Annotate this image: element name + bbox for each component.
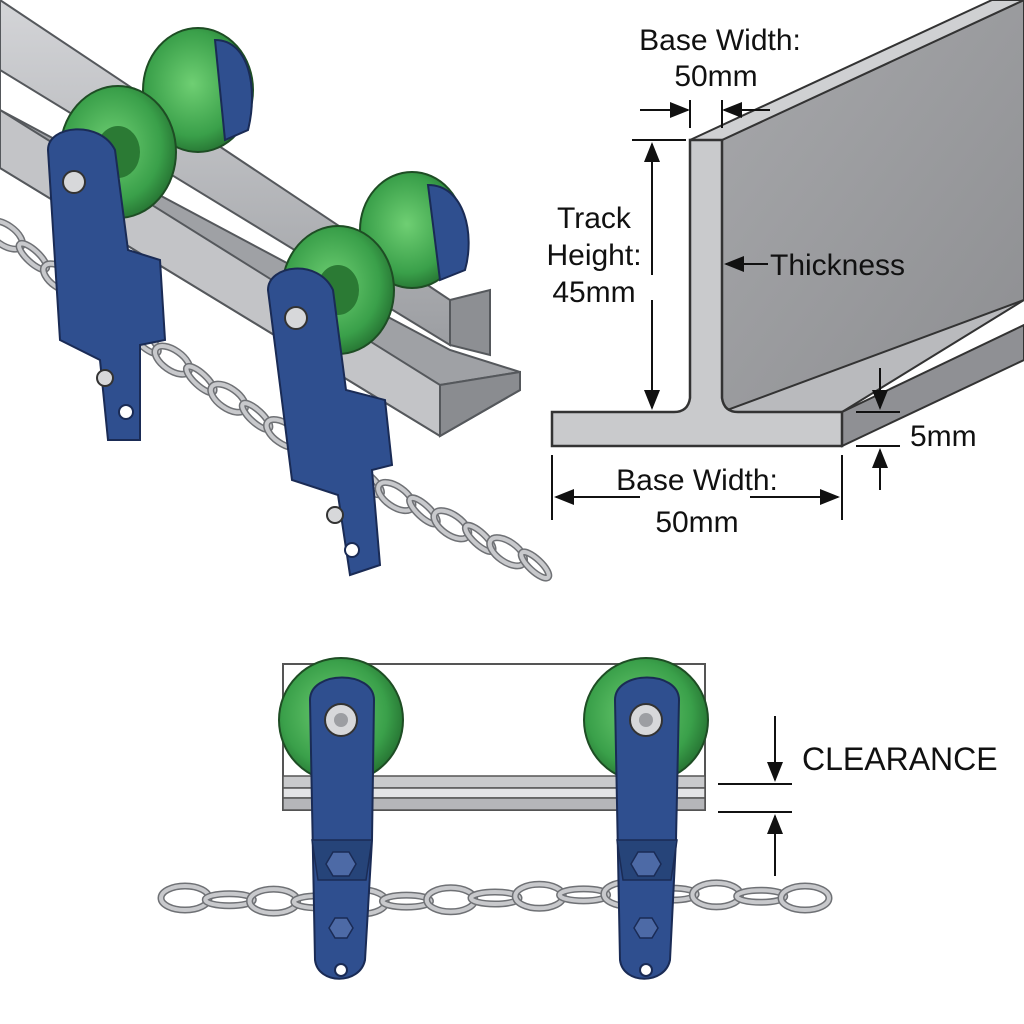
- chain-link-highlight: [469, 890, 521, 906]
- chain-link-highlight: [424, 885, 477, 914]
- iso-bolt: [284, 306, 308, 330]
- front-trolley-right: [583, 657, 709, 980]
- chain-link-highlight: [734, 888, 787, 905]
- track-profile-view: Base Width: 50mm Track Height: 45mm Thic…: [546, 0, 1024, 539]
- chain-link-highlight: [203, 891, 256, 908]
- front-trolley-left: [278, 657, 404, 980]
- thickness-label: Thickness: [770, 249, 905, 282]
- top-width-label-value: 50mm: [674, 60, 757, 93]
- base-thickness-label: 5mm: [910, 420, 977, 453]
- iso-hanger-right: [266, 267, 394, 577]
- chain-link-highlight: [380, 893, 433, 910]
- clearance-label: CLEARANCE: [802, 741, 998, 777]
- chain-link-highlight: [557, 886, 610, 903]
- front-attachment-hole: [639, 963, 653, 977]
- iso-trolley-right: [266, 171, 470, 577]
- iso-bolt: [62, 170, 86, 194]
- front-nut: [328, 917, 354, 939]
- front-attachment-hole: [334, 963, 348, 977]
- front-nut: [325, 851, 357, 877]
- chain-link-highlight: [690, 880, 743, 909]
- chain-link-highlight: [519, 549, 551, 581]
- chain-link-highlight: [247, 887, 300, 916]
- front-chain: [157, 878, 833, 918]
- profile-t-face: [550, 138, 844, 448]
- front-nut: [630, 851, 662, 877]
- top-width-label-title: Base Width:: [639, 24, 801, 57]
- front-track-flange-bottom: [282, 797, 706, 811]
- front-clearance-view: CLEARANCE: [157, 657, 998, 980]
- base-width-label-title: Base Width:: [616, 464, 778, 497]
- chain-link-highlight: [159, 884, 211, 912]
- front-nut: [633, 917, 659, 939]
- front-hanger-left: [308, 676, 376, 980]
- chain-link-highlight: [513, 882, 566, 911]
- height-label-3: 45mm: [552, 276, 635, 309]
- base-width-label-value: 50mm: [655, 506, 738, 539]
- height-label-2: Height:: [546, 239, 641, 272]
- iso-hanger-left: [46, 128, 167, 441]
- iso-trolley-left: [46, 27, 254, 441]
- iso-bolt: [96, 369, 114, 387]
- height-label-1: Track: [557, 202, 632, 235]
- isometric-trolley-view: [0, 0, 553, 582]
- chain-link-highlight: [779, 884, 831, 912]
- iso-bolt: [326, 506, 344, 524]
- front-hanger-right: [613, 676, 681, 980]
